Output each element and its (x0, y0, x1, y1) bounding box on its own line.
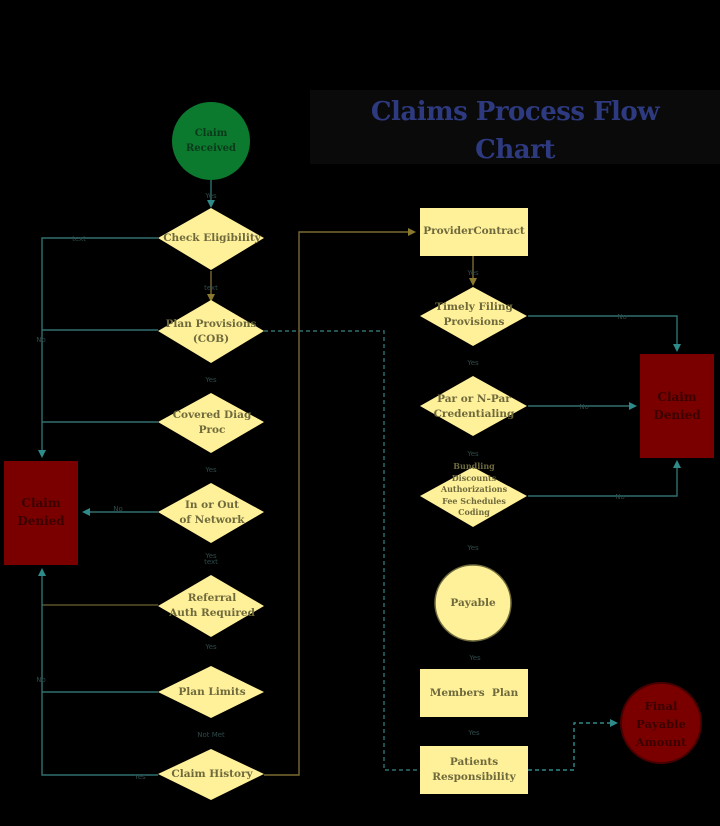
edge-label-covered-network: Yes (204, 466, 217, 474)
chart-title-line-2: Chart (475, 135, 555, 165)
node-plan-provisions[interactable] (158, 300, 264, 363)
edge-bundling-denied (528, 460, 681, 497)
edge-label-contract-timely: Yes (466, 269, 479, 277)
edge-label-eligibility-loop: text (72, 235, 86, 243)
edge-provisions-patients-dashed (264, 330, 420, 771)
edge-label-limits-history: Not Met (197, 731, 225, 739)
connectors-left (38, 180, 420, 776)
edge-label-par-no: No (579, 403, 589, 411)
edge-label-network-referral-text: text (204, 558, 218, 566)
node-provider-contract[interactable] (420, 208, 528, 256)
edge-label-history-yes: Yes (133, 773, 146, 781)
edge-label-network-no: No (113, 505, 123, 513)
edge-label-timely-no: No (617, 313, 627, 321)
connectors-right (469, 256, 681, 771)
edge-label-eligibility-provisions: text (204, 284, 218, 292)
node-claim-denied-right[interactable] (640, 354, 714, 458)
node-in-out-network[interactable] (158, 483, 264, 543)
node-patients-responsibility[interactable] (420, 746, 528, 794)
edge-label-timely-par: Yes (466, 359, 479, 367)
edge-patients-final-dashed (528, 719, 618, 771)
edge-label-bundling-no: No (615, 493, 625, 501)
edge-label-members-patients: Yes (467, 729, 480, 737)
edge-label-payable-members: Yes (468, 654, 481, 662)
node-payable[interactable] (434, 564, 512, 642)
node-claim-denied-left[interactable] (4, 461, 78, 565)
edge-labels: Yes text text No Yes Yes No Yes text Yes… (36, 192, 627, 781)
edge-label-referral-limits: Yes (204, 643, 217, 651)
edge-timely-denied (528, 315, 681, 352)
edge-eligibility-loop (41, 237, 158, 330)
shapes (4, 102, 714, 800)
node-bundling[interactable] (420, 467, 527, 527)
edge-history-left (38, 568, 158, 776)
node-final-payable[interactable] (620, 682, 702, 764)
node-members-plan[interactable] (420, 669, 528, 717)
node-check-eligibility[interactable] (158, 208, 264, 270)
node-timely-filing[interactable] (420, 287, 527, 346)
node-claim-received[interactable] (172, 102, 250, 180)
edge-label-provisions-covered: Yes (204, 376, 217, 384)
edge-label-provisions-no: No (36, 336, 46, 344)
node-covered-diag[interactable] (158, 393, 264, 453)
title-background (310, 90, 720, 164)
edge-label-par-bundling: Yes (466, 450, 479, 458)
chart-title-line-1: Claims Process Flow (370, 97, 660, 127)
edge-label-limits-no: No (36, 676, 46, 684)
chart-title: Claims Process Flow Chart (310, 93, 720, 169)
edge-history-provider (264, 228, 416, 776)
edge-label-received-eligibility: Yes (204, 192, 217, 200)
node-referral-auth[interactable] (158, 575, 264, 637)
node-par-npar[interactable] (420, 376, 527, 436)
node-plan-limits[interactable] (158, 666, 264, 718)
node-claim-history[interactable] (158, 749, 264, 800)
node-payable-inner-ring (437, 567, 509, 639)
edge-label-network-referral-yes: Yes (204, 552, 217, 560)
edge-label-bundling-payable: Yes (466, 544, 479, 552)
